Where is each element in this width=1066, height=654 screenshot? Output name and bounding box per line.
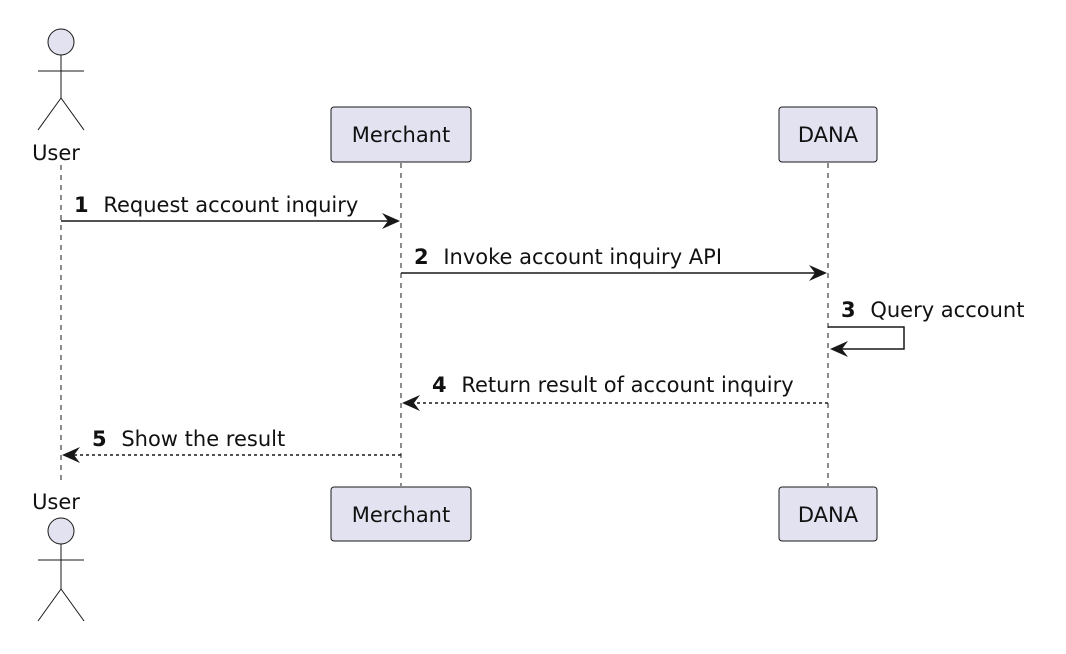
actor-label: User — [32, 141, 80, 165]
message-number: 5 — [92, 427, 107, 451]
message-number: 1 — [74, 193, 89, 217]
message-label: 5 Show the result — [92, 427, 285, 451]
message-number: 4 — [432, 373, 447, 397]
actor-user-top: User — [32, 28, 85, 165]
arrowhead-icon — [402, 395, 420, 411]
message-3: 3 Query account — [828, 298, 1024, 357]
message-label: 4 Return result of account inquiry — [432, 373, 794, 397]
message-1: 1 Request account inquiry — [61, 193, 400, 229]
participant-dana-bottom: DANA — [778, 486, 878, 542]
participant-box — [778, 106, 878, 163]
message-4: 4 Return result of account inquiry — [402, 373, 828, 411]
message-label: 1 Request account inquiry — [74, 193, 358, 217]
arrowhead-icon — [382, 213, 400, 229]
participant-merchant-top: Merchant — [330, 106, 472, 163]
message-label: 3 Query account — [841, 298, 1024, 322]
message-arrow-line — [828, 326, 905, 350]
participant-dana-top: DANA — [778, 106, 878, 163]
actor-user-bottom: User — [32, 490, 85, 622]
participant-box — [330, 106, 472, 163]
message-5: 5 Show the result — [62, 427, 401, 463]
actor-figure-icon — [37, 28, 85, 131]
participant-box — [330, 486, 472, 542]
participant-merchant-bottom: Merchant — [330, 486, 472, 542]
arrowhead-icon — [62, 447, 80, 463]
actor-figure-icon — [37, 517, 85, 622]
message-text: Return result of account inquiry — [461, 373, 793, 397]
arrowhead-icon — [809, 265, 827, 281]
message-text: Request account inquiry — [103, 193, 358, 217]
message-text: Show the result — [121, 427, 285, 451]
message-2: 2 Invoke account inquiry API — [401, 245, 827, 281]
participant-label: Merchant — [352, 123, 450, 147]
message-text: Query account — [870, 298, 1024, 322]
participant-label: DANA — [798, 503, 859, 527]
message-number: 2 — [414, 245, 429, 269]
participant-label: DANA — [798, 123, 859, 147]
actor-label: User — [32, 490, 80, 514]
message-label: 2 Invoke account inquiry API — [414, 245, 722, 269]
participant-label: Merchant — [352, 503, 450, 527]
message-text: Invoke account inquiry API — [443, 245, 722, 269]
participant-box — [778, 486, 878, 542]
arrowhead-icon — [830, 341, 848, 357]
message-number: 3 — [841, 298, 856, 322]
